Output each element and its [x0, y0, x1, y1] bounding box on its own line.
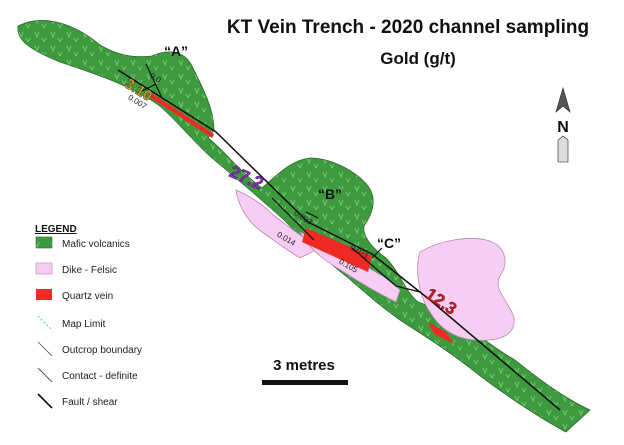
- legend-line-map-limit: [37, 315, 53, 331]
- legend-label-outcrop: Outcrop boundary: [62, 345, 142, 356]
- channel-label-b: “B”: [318, 186, 342, 202]
- map-title: KT Vein Trench - 2020 channel sampling: [227, 17, 589, 38]
- sample-channel-c: [351, 247, 421, 293]
- quartz-vein-c: [428, 322, 454, 344]
- legend-label-map-limit: Map Limit: [62, 319, 106, 330]
- assay-b-high: 27.2: [226, 161, 266, 194]
- legend-swatch-felsic: [35, 262, 53, 275]
- legend-label-mafic: Mafic volcanics: [62, 239, 130, 250]
- felsic-dike-east: [417, 238, 515, 341]
- legend-swatch-mafic: [35, 236, 53, 249]
- legend-title: LEGEND: [35, 224, 77, 235]
- fault-trace: [117, 69, 561, 411]
- north-label: N: [557, 119, 569, 136]
- quartz-vein-a: [148, 92, 214, 138]
- sample-channel-a: [139, 63, 163, 99]
- legend-line-outcrop: [37, 341, 53, 357]
- legend-swatch-quartz: [36, 289, 52, 300]
- legend-label-felsic: Dike - Felsic: [62, 265, 117, 276]
- scale-bar: [262, 380, 348, 385]
- channel-label-c: “C”: [377, 235, 401, 251]
- map-subtitle: Gold (g/t): [380, 49, 456, 68]
- legend-label-fault: Fault / shear: [62, 397, 118, 408]
- legend-line-fault: [37, 393, 53, 409]
- channel-label-a: “A”: [164, 43, 188, 59]
- scale-label: 3 metres: [273, 357, 335, 374]
- quartz-vein-b: [302, 228, 372, 272]
- legend-label-quartz: Quartz vein: [62, 291, 113, 302]
- north-arrow-icon: N: [555, 86, 571, 163]
- sample-channel-b: [271, 197, 319, 241]
- legend-label-contact: Contact - definite: [62, 371, 138, 382]
- felsic-dike-west: [235, 189, 321, 259]
- legend-line-contact: [37, 367, 53, 383]
- legend: LEGEND Mafic volcanics Dike - Felsic Qua…: [35, 224, 142, 409]
